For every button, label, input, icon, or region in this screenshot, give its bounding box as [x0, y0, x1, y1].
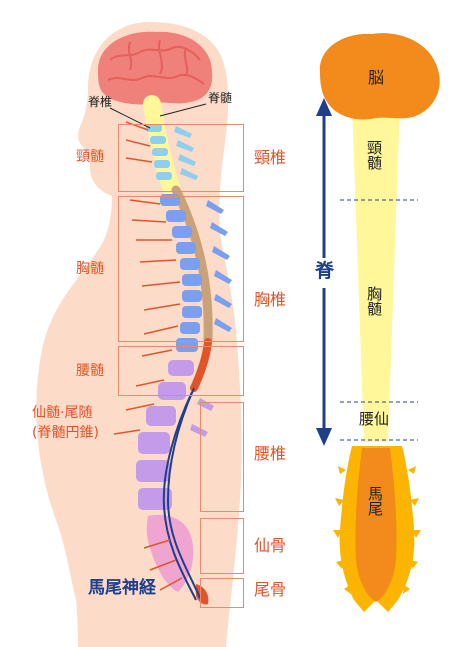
schematic-brain	[319, 33, 440, 120]
brain-illustration	[98, 31, 213, 105]
spinal-cord	[143, 95, 181, 199]
thoracic-vertebrae	[160, 194, 232, 352]
schematic-cauda-inner	[355, 448, 397, 602]
brain-folds	[107, 39, 205, 85]
schematic-cauda-label: 馬尾	[366, 486, 384, 516]
spine-range-arrow	[312, 98, 336, 446]
schematic-cervical-label: 頸髄	[365, 140, 383, 170]
cervical-region-box	[118, 124, 244, 192]
nerve-roots	[113, 121, 183, 591]
spinal-cord-tan	[171, 185, 213, 345]
cauda-equina-nerve-label: 馬尾神経	[88, 578, 156, 598]
cord-pointer	[159, 103, 207, 117]
body-silhouette	[36, 22, 242, 647]
coccyx	[196, 584, 209, 605]
schematic-spinal-label: 脊	[315, 260, 335, 282]
spinal-cord-label: 脊髄	[208, 91, 233, 105]
schematic-dividers	[340, 199, 418, 441]
thoracic-vertebrae-label: 胸椎	[254, 290, 287, 309]
sacrum-label: 仙骨	[254, 536, 287, 555]
cervical-vertebrae	[146, 124, 198, 180]
lumbar-vertebrae-box	[200, 402, 244, 512]
thoracic-cord-label: 胸髄	[76, 261, 104, 277]
sacral-coccygeal-cord-label: 仙髄·尾随	[32, 405, 93, 421]
lumbar-cord-label: 腰髄	[76, 363, 104, 379]
sacrum-box	[200, 518, 244, 574]
schematic-cord-funnel	[352, 104, 400, 442]
lumbar-region-box	[118, 346, 244, 396]
sacral-note-label: (脊髄円錐)	[32, 425, 99, 441]
cauda-equina-nerves	[162, 387, 201, 601]
lumbar-vertebrae-label: 腰椎	[254, 444, 287, 463]
cervical-vertebrae-label: 頸椎	[254, 148, 287, 167]
schematic-lumbosacral-label: 腰仙	[359, 410, 390, 428]
coccyx-box	[200, 578, 244, 608]
schematic-brain-label: 脳	[368, 68, 385, 87]
cervical-cord-label: 頸髄	[76, 149, 104, 165]
schematic-cauda-fringe	[333, 466, 421, 594]
schematic-thoracic-label: 胸髄	[365, 286, 383, 316]
coccyx-label: 尾骨	[254, 580, 287, 599]
thoracic-region-box	[118, 196, 244, 342]
spine-column-label: 脊椎	[88, 95, 113, 109]
